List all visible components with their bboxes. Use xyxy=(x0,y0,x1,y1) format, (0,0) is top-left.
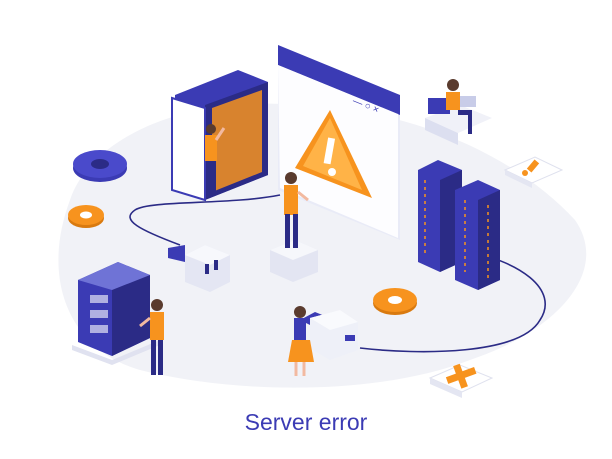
data-center-towers xyxy=(418,160,500,290)
network-cable xyxy=(129,194,546,353)
server-rack-icon xyxy=(72,262,160,365)
gear-icon-orange-left xyxy=(68,205,104,228)
technician-at-cabinet xyxy=(205,124,226,195)
caption-title: Server error xyxy=(244,409,368,435)
server-cabinet xyxy=(171,70,268,202)
warning-icon xyxy=(295,110,372,198)
technician-on-pedestal xyxy=(270,172,318,282)
exclamation-icon xyxy=(503,156,564,188)
technician-with-plug xyxy=(288,306,358,376)
gear-icon-orange-right xyxy=(373,288,417,315)
gear-icon xyxy=(73,150,127,182)
laptop-icon xyxy=(460,96,476,107)
plug-icon xyxy=(345,335,355,341)
worker-with-laptop xyxy=(425,79,492,145)
socket-icon xyxy=(168,245,230,292)
technician-at-server-stack xyxy=(139,299,164,375)
cross-icon xyxy=(428,363,494,398)
